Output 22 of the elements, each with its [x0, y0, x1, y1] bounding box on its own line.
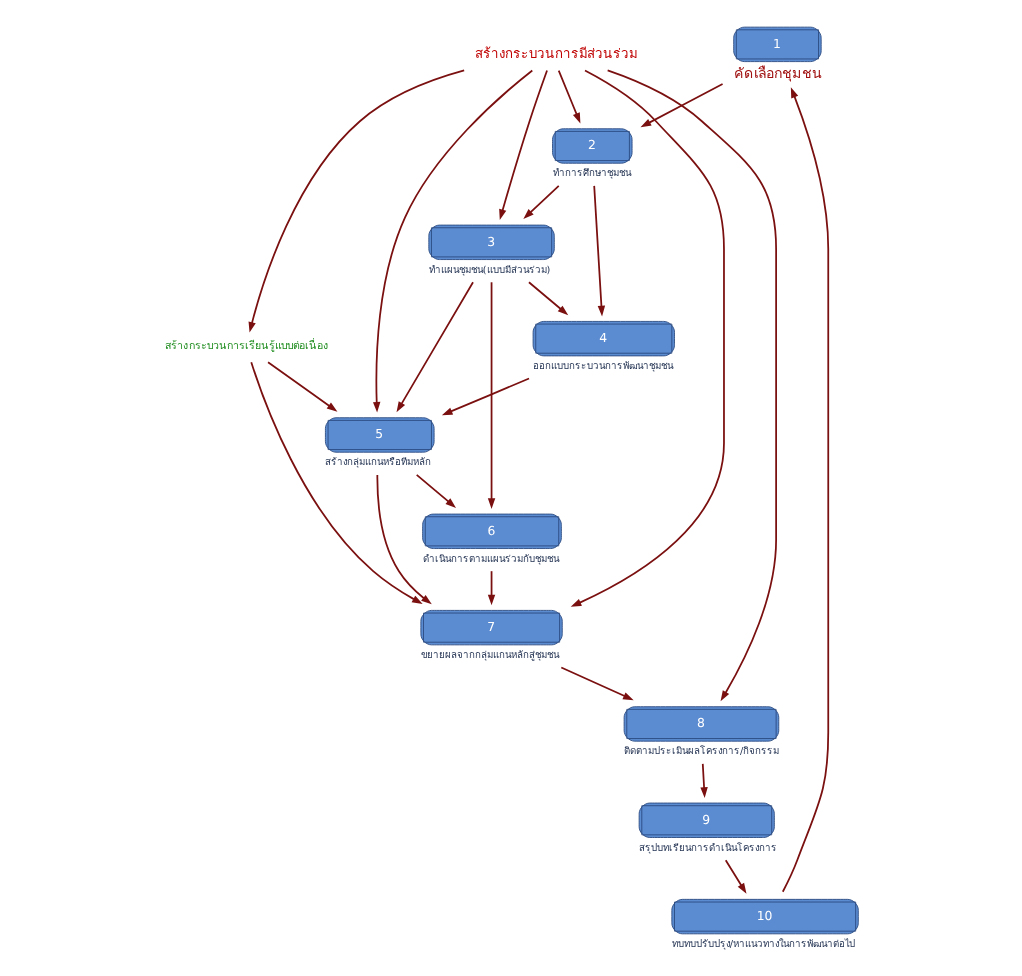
arrow: [557, 69, 581, 124]
arrow: [700, 762, 708, 798]
arrow: [248, 69, 466, 333]
arrow: [570, 69, 725, 607]
arrow: [523, 185, 560, 220]
arrow: [487, 570, 496, 606]
arrow: [781, 87, 830, 893]
arrow: [441, 377, 530, 416]
arrow: [640, 83, 724, 128]
arrow: [593, 185, 606, 317]
arrow: [499, 69, 548, 220]
arrow: [560, 666, 634, 701]
arrow: [376, 474, 432, 605]
arrow: [487, 281, 496, 509]
arrow: [724, 859, 747, 894]
arrow: [250, 361, 423, 605]
arrow: [372, 69, 534, 413]
arrow: [396, 281, 474, 413]
arrow: [267, 361, 338, 412]
arrow: [606, 69, 777, 702]
arrow: [415, 473, 456, 508]
arrow: [528, 281, 569, 316]
